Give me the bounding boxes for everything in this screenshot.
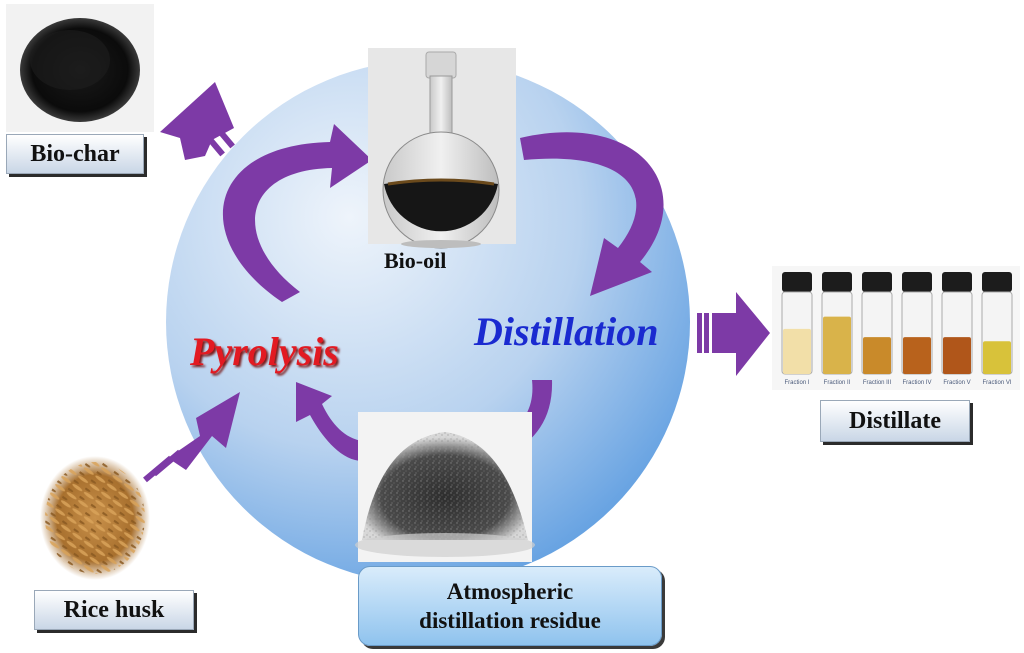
fraction-label: Fraction VI — [982, 380, 1011, 386]
bio-oil-label: Bio-oil — [384, 248, 447, 273]
vial-liquid — [823, 316, 851, 374]
rice-husk-photo — [40, 456, 150, 580]
arrow-bio-oil-to-distillation — [520, 132, 664, 296]
residue-photo — [355, 412, 535, 562]
distillate-label: Distillate — [820, 400, 970, 442]
arrow-to-distillate — [697, 292, 770, 376]
bio-char-photo — [6, 4, 154, 132]
distillation-label: Distillation — [474, 309, 659, 354]
bio-char-text: Bio-char — [30, 140, 120, 167]
arrow-to-bio-char — [160, 82, 235, 160]
fraction-label: Fraction II — [824, 380, 851, 386]
bio-oil-flask-photo — [368, 48, 516, 249]
residue-label: Atmospheric distillation residue — [358, 566, 662, 646]
vial-cap — [862, 272, 892, 292]
vial-liquid — [983, 341, 1011, 374]
fraction-label: Fraction IV — [902, 380, 931, 386]
distillate-text: Distillate — [849, 407, 941, 434]
distillate-vials-photo: Fraction I Fraction II Fraction III Fractio… — [772, 266, 1020, 390]
vial-cap — [902, 272, 932, 292]
arrow-pyrolysis-to-bio-oil — [222, 124, 372, 302]
vial-cap — [822, 272, 852, 292]
vial-liquid — [903, 337, 931, 374]
fraction-label: Fraction III — [863, 380, 892, 386]
rice-husk-text: Rice husk — [63, 596, 165, 623]
arrow-from-rice-husk — [143, 392, 240, 483]
vial-liquid — [783, 328, 811, 374]
process-circle — [166, 60, 690, 584]
output-arrows — [143, 82, 770, 483]
bio-char-label: Bio-char — [6, 134, 144, 174]
vial-cap — [982, 272, 1012, 292]
fraction-label: Fraction V — [943, 380, 970, 386]
fraction-label: Fraction I — [784, 380, 809, 386]
vial-cap — [782, 272, 812, 292]
residue-text-line2: distillation residue — [419, 608, 601, 633]
residue-text-line1: Atmospheric — [446, 579, 574, 604]
vial-cap — [942, 272, 972, 292]
vial-liquid — [943, 337, 971, 374]
pyrolysis-label: Pyrolysis — [190, 329, 339, 374]
rice-husk-label: Rice husk — [34, 590, 194, 630]
vial-liquid — [863, 337, 891, 374]
